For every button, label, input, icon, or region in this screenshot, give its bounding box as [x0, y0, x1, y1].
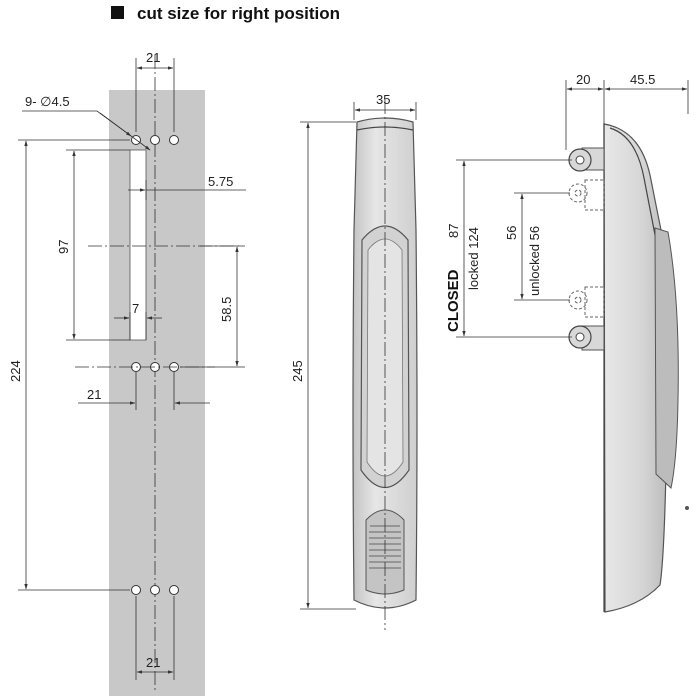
dim-top-hole-pitch: 21: [146, 50, 160, 65]
mounting-hole: [169, 135, 179, 145]
side-view: 20 45.5 CLOSED 87 locked 124 56 unlocked…: [445, 72, 689, 613]
dim-handle-length: 245: [290, 360, 305, 382]
cutout-slot: [129, 149, 147, 341]
front-view: 35 245: [290, 92, 418, 630]
dim-mid-hole-pitch: 21: [87, 387, 101, 402]
mounting-hole: [150, 585, 160, 595]
dim-side-depth-large: 45.5: [630, 72, 655, 87]
dim-slot-offset: 5.75: [208, 174, 233, 189]
closed-label: CLOSED: [445, 269, 462, 332]
dim-unlocked-label: unlocked 56: [527, 226, 542, 296]
page-title: cut size for right position: [137, 4, 340, 23]
cutout-view: 21 9- ∅4.5 5.75 97 7 58.5 21: [8, 50, 246, 696]
dim-unlocked-value: 56: [504, 226, 519, 240]
dim-locked-label: locked 124: [466, 227, 481, 290]
mounting-hole: [169, 585, 179, 595]
dim-closed-value: 87: [446, 224, 461, 238]
cam-unlocked-top: [568, 179, 605, 211]
side-grip: [654, 227, 679, 489]
mounting-panel: [109, 90, 205, 696]
dim-side-depth-small: 20: [576, 72, 590, 87]
cam-closed-bottom: [568, 325, 605, 351]
dim-center-to-hole: 58.5: [219, 297, 234, 322]
dim-slot-width: 7: [132, 301, 139, 316]
cam-unlocked-bottom: [568, 286, 605, 318]
cam-closed-top: [568, 147, 605, 172]
dim-handle-width: 35: [376, 92, 390, 107]
title-block: cut size for right position: [111, 4, 340, 23]
mounting-hole: [150, 135, 160, 145]
dim-holes-label: 9- ∅4.5: [25, 94, 70, 109]
dim-total-hole-span: 224: [8, 360, 23, 382]
mounting-hole: [131, 585, 141, 595]
dim-bottom-hole-pitch: 21: [146, 655, 160, 670]
dim-slot-length: 97: [56, 240, 71, 254]
title-bullet-icon: [111, 6, 124, 19]
